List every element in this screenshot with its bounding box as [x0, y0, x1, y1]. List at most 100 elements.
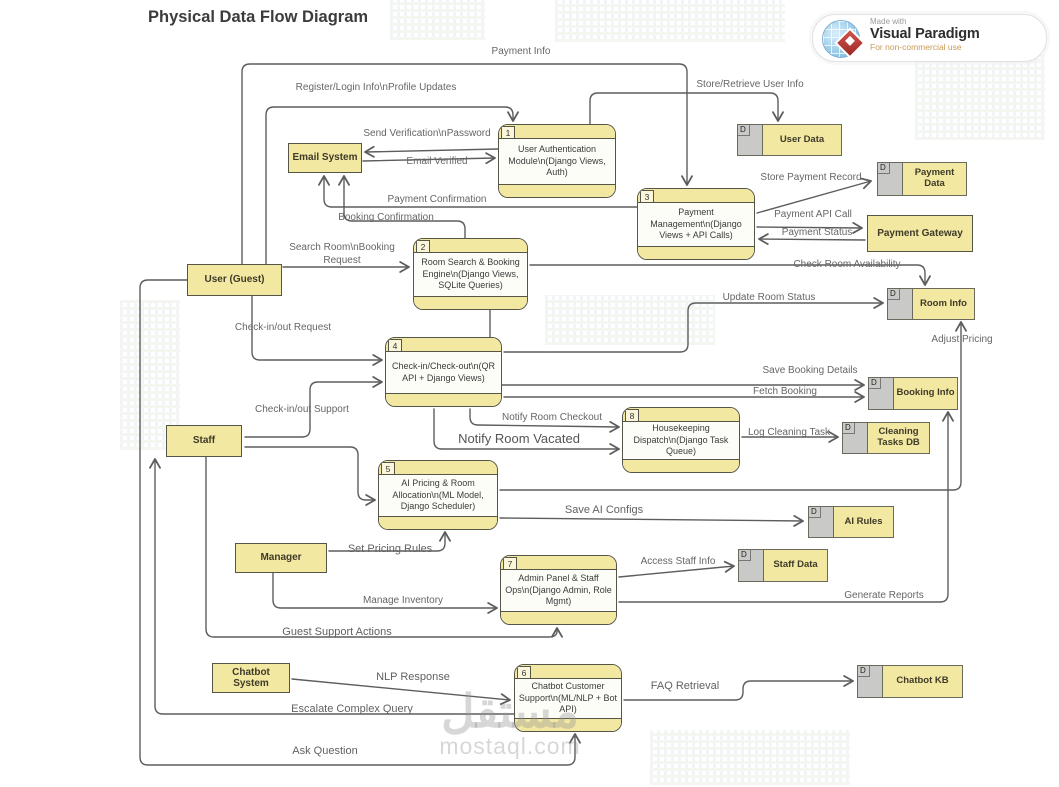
datastore-label: AI Rules	[834, 507, 893, 537]
flow-label-generate-reports: Generate Reports	[844, 590, 924, 601]
process-number: 4	[388, 339, 402, 352]
flow-label-set-pricing-rules: Set Pricing Rules	[347, 543, 433, 555]
flow-line-payment-confirmation	[318, 175, 638, 208]
flow-line-notify-room-vacated	[433, 408, 620, 455]
flow-label-register-login: Register/Login Info\nProfile Updates	[295, 82, 457, 93]
process-label: Payment Management\n(Django Views + API …	[638, 203, 754, 246]
process-label: Room Search & Booking Engine\n(Django Vi…	[414, 253, 527, 296]
datastore-label: User Data	[763, 125, 841, 155]
flow-label-escalate-complex-query: Escalate Complex Query	[291, 703, 413, 715]
flow-line-register-login	[265, 106, 519, 265]
datastore-prefix: D	[878, 163, 890, 174]
flow-label-nlp-response: NLP Response	[376, 671, 450, 683]
flow-line-store-retrieve-user	[589, 92, 784, 125]
flow-line-set-pricing-rules	[328, 531, 451, 552]
flow-line-staff-ai-pricing	[244, 446, 376, 506]
flow-label-update-room-status: Update Room Status	[722, 292, 816, 303]
flow-label-save-booking-details: Save Booking Details	[762, 365, 858, 376]
datastore-prefix: D	[738, 125, 750, 136]
flow-label-access-staff-info: Access Staff Info	[640, 556, 716, 567]
flow-line-store-payment-record	[756, 177, 872, 214]
flow-line-check-room-availability	[529, 264, 931, 286]
flow-line-check-in-out-request	[251, 295, 383, 366]
flow-line-manage-inventory	[272, 572, 498, 614]
badge-license: For non-commercial use	[870, 41, 962, 52]
datastore-prefix: D	[809, 507, 821, 518]
process-number: 8	[625, 409, 639, 422]
flow-label-fetch-booking: Fetch Booking	[753, 386, 817, 397]
datastore-chatbot-kb: D Chatbot KB	[857, 665, 963, 698]
process-label: AI Pricing & Room Allocation\n(ML Model,…	[379, 475, 497, 516]
process-label: Admin Panel & Staff Ops\n(Django Admin, …	[501, 570, 616, 611]
flow-line-adjust-pricing	[499, 321, 967, 491]
process-label: Check-in/Check-out\n(QR API + Django Vie…	[386, 352, 501, 393]
flow-line-payment-info	[241, 63, 693, 265]
datastore-label: Chatbot KB	[883, 666, 962, 697]
flow-label-notify-room-checkout: Notify Room Checkout	[501, 412, 603, 423]
flow-line-update-room-status	[503, 297, 884, 353]
entity-staff: Staff	[166, 425, 242, 457]
datastore-prefix: D	[888, 289, 900, 300]
datastore-label: Payment Data	[903, 163, 966, 195]
flow-label-payment-status: Payment Status	[781, 227, 853, 238]
flow-line-notify-room-checkout	[469, 408, 620, 433]
process-number: 6	[517, 666, 531, 679]
datastore-prefix: D	[858, 666, 870, 677]
process-label: Housekeeping Dispatch\n(Django Task Queu…	[623, 422, 739, 460]
page-title: Physical Data Flow Diagram	[148, 8, 369, 26]
flow-label-check-in-out-support: Check-in/out Support	[255, 404, 349, 415]
datastore-room-info: D Room Info	[887, 288, 975, 320]
flow-label-payment-info: Payment Info	[491, 46, 551, 57]
datastore-label: Staff Data	[764, 550, 827, 581]
flow-label-search-room: Search Room\nBooking Request	[289, 242, 395, 266]
flow-label-email-verified: Email Verified	[406, 156, 468, 167]
flow-line-check-in-out-support	[244, 376, 383, 438]
datastore-cleaning-tasks-db: D Cleaning Tasks DB	[842, 422, 930, 454]
flow-line-escalate-complex-query	[149, 458, 515, 715]
datastore-label: Room Info	[913, 289, 974, 319]
datastore-prefix: D	[739, 550, 751, 561]
process-label: Chatbot Customer Support\n(ML/NLP + Bot …	[515, 679, 621, 718]
entity-email-system: Email System	[288, 143, 362, 173]
datastore-label: Cleaning Tasks DB	[868, 423, 929, 453]
flow-label-send-verification: Send Verification\nPassword	[363, 128, 491, 139]
datastore-label: Booking Info	[894, 378, 957, 409]
badge-brand: Visual Paradigm	[870, 25, 980, 42]
flow-line-booking-confirmation	[338, 175, 466, 239]
flow-line-payment-api-call	[756, 221, 863, 234]
flow-label-faq-retrieval: FAQ Retrieval	[650, 680, 720, 692]
flow-label-save-ai-configs: Save AI Configs	[564, 504, 644, 516]
flow-label-payment-api-call: Payment API Call	[774, 209, 852, 220]
datastore-staff-data: D Staff Data	[738, 549, 828, 582]
datastore-payment-data: D Payment Data	[877, 162, 967, 196]
flow-line-access-staff-info	[618, 560, 735, 578]
process-number: 1	[501, 126, 515, 139]
flow-line-guest-support-actions	[205, 456, 563, 638]
process-number: 5	[381, 462, 395, 475]
process-label: User Authentication Module\n(Django View…	[499, 139, 615, 184]
entity-chatbot-system: Chatbot System	[212, 663, 290, 693]
entity-manager: Manager	[235, 543, 327, 573]
visual-paradigm-badge: Made with Visual Paradigm For non-commer…	[812, 14, 1047, 62]
datastore-prefix: D	[843, 423, 855, 434]
flow-label-check-in-out-request: Check-in/out Request	[234, 322, 332, 333]
badge-made-with: Made with	[870, 17, 907, 26]
flow-label-log-cleaning-task: Log Cleaning Task	[747, 427, 831, 438]
flow-line-payment-status	[758, 233, 866, 246]
flow-line-send-verification	[364, 145, 499, 158]
flow-label-guest-support-actions: Guest Support Actions	[282, 626, 392, 638]
process-number: 7	[503, 557, 517, 570]
flow-line-save-ai-configs	[499, 514, 804, 527]
flow-label-adjust-pricing: Adjust Pricing	[931, 334, 993, 345]
flow-label-store-payment-record: Store Payment Record	[760, 172, 862, 183]
flow-line-generate-reports	[618, 411, 954, 603]
